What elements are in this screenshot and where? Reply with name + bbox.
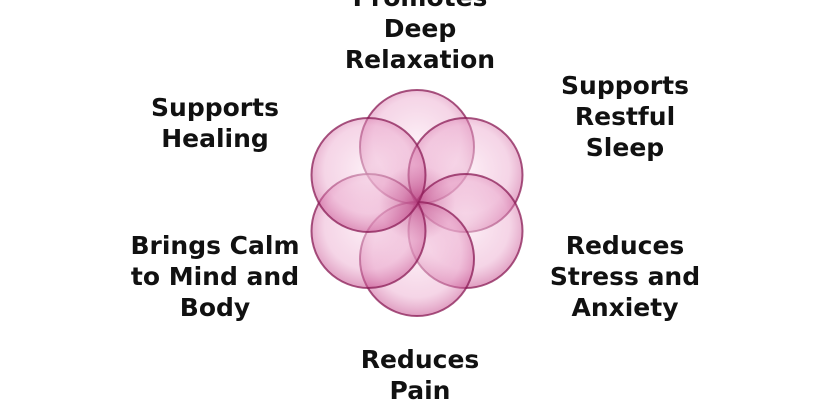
label-line: Stress and: [549, 262, 701, 291]
label-supports-healing: Supports Healing: [130, 92, 300, 154]
label-line: Relaxation: [344, 45, 496, 74]
label-line: Sleep: [585, 133, 665, 162]
label-brings-calm-to-mind-and-body: Brings Calm to Mind and Body: [120, 230, 310, 323]
label-line: Body: [179, 293, 251, 322]
flower-center-glow: [379, 165, 455, 241]
label-line: Reduces: [565, 231, 685, 260]
label-line: Reduces: [360, 345, 480, 374]
label-line: Supports: [561, 71, 689, 100]
label-line: Promotes: [310, 0, 530, 13]
label-line: Supports: [151, 93, 279, 122]
label-line: Healing: [161, 124, 269, 153]
label-line: Deep: [383, 14, 457, 43]
label-line: Restful: [574, 102, 676, 131]
label-reduces-stress-and-anxiety: Reduces Stress and Anxiety: [540, 230, 710, 323]
label-line: Anxiety: [571, 293, 679, 322]
label-supports-restful-sleep: Supports Restful Sleep: [535, 70, 715, 163]
label-reduces-pain: Reduces Pain: [330, 344, 510, 406]
label-line: Pain: [389, 376, 451, 405]
label-promotes-deep-relaxation: Promotes Deep Relaxation: [310, 0, 530, 75]
label-line: to Mind and: [130, 262, 300, 291]
label-line: Brings Calm: [130, 231, 300, 260]
